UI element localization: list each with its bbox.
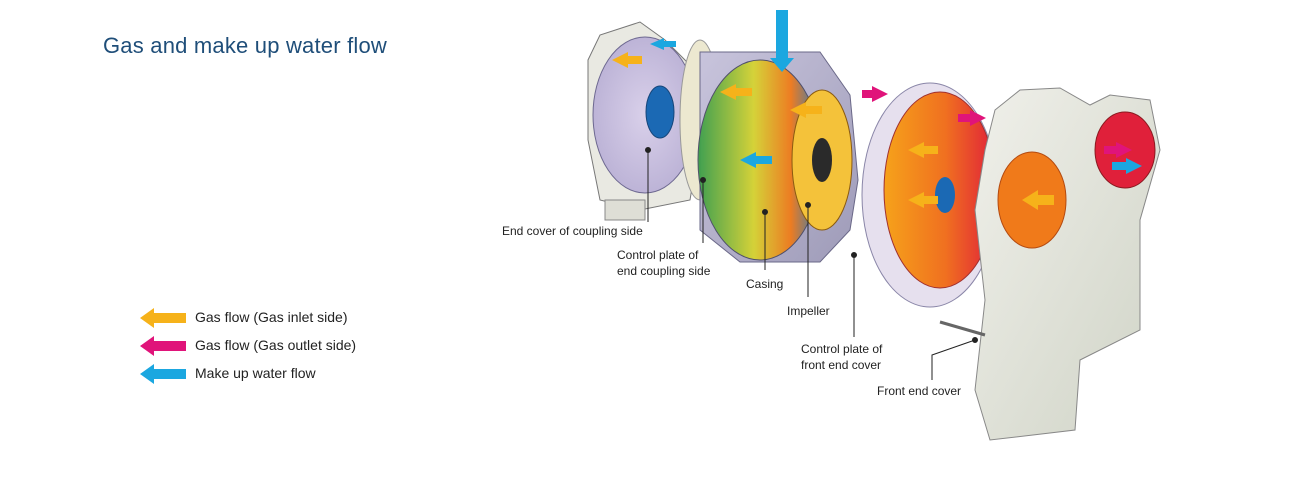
casing-and-impeller	[697, 10, 859, 263]
legend-label: Gas flow (Gas outlet side)	[195, 337, 357, 353]
callout-end-cover-coupling: End cover of coupling side	[502, 224, 643, 238]
callout-control-plate-end-coupling-line2: end coupling side	[617, 264, 711, 278]
callout-front-end-cover: Front end cover	[877, 384, 962, 398]
callout-impeller: Impeller	[787, 304, 830, 318]
callout-leaders	[645, 147, 978, 380]
callout-control-plate-front-line2: front end cover	[801, 358, 882, 372]
legend-label: Make up water flow	[195, 365, 316, 381]
callout-control-plate-front-line1: Control plate of	[801, 342, 883, 356]
left-arrow-icon	[140, 336, 186, 356]
control-plate-front-end-cover	[861, 82, 999, 308]
flow-arrows	[612, 38, 1142, 210]
callout-control-plate-end-coupling-line1: Control plate of	[617, 248, 699, 262]
left-arrow-icon	[140, 364, 186, 384]
callout-casing: Casing	[746, 277, 784, 291]
page-title: Gas and make up water flow	[103, 33, 388, 58]
left-arrow-icon	[140, 308, 186, 328]
legend-label: Gas flow (Gas inlet side)	[195, 309, 348, 325]
